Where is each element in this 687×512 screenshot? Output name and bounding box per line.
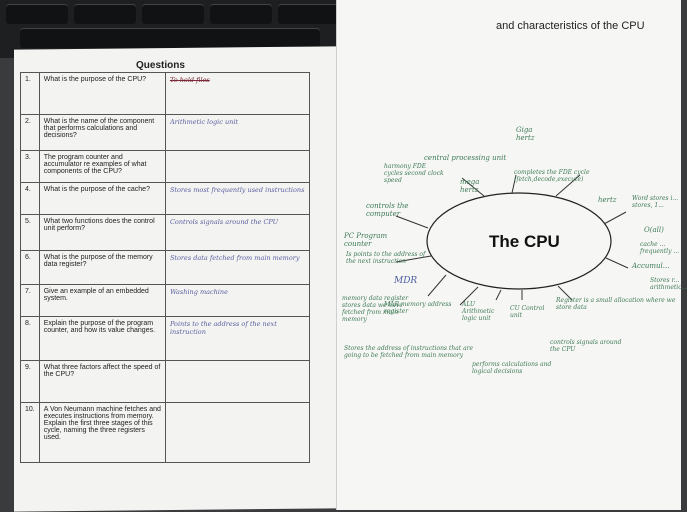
mindmap-note: mega hertz — [460, 178, 480, 195]
worksheet-right-page — [336, 0, 681, 510]
question-text: What three factors affect the speed of t… — [38, 360, 166, 403]
question-text: A Von Neumann machine fetches and execut… — [38, 402, 166, 463]
mindmap-note: O(all) — [644, 226, 664, 234]
keyboard-key — [142, 4, 204, 24]
mindmap-note: completes the FDE cycle (fetch,decode,ex… — [514, 169, 590, 183]
mindmap-note: CU Control unit — [510, 305, 545, 319]
mindmap-note: Is points to the address of the next ins… — [346, 251, 426, 265]
question-row: 5. What two functions does the control u… — [20, 214, 311, 251]
keyboard-key — [20, 28, 320, 48]
question-text: What two functions does the control unit… — [38, 214, 166, 251]
question-row: 10. A Von Neumann machine fetches and ex… — [20, 402, 311, 463]
mindmap-note: controls signals around the CPU — [550, 339, 622, 353]
keyboard-key — [210, 4, 272, 24]
question-number: 6. — [20, 250, 40, 285]
question-row: 3. The program counter and accumulator r… — [20, 150, 311, 183]
question-number: 1. — [20, 72, 40, 115]
question-text: Give an example of an embedded system. — [38, 284, 166, 317]
question-text: What is the name of the component that p… — [38, 114, 166, 151]
worksheet-header: and characteristics of the CPU — [496, 20, 645, 32]
mindmap-diagram — [395, 174, 629, 306]
mindmap-note: MDR — [394, 276, 418, 286]
answer-handwriting — [164, 150, 311, 183]
mindmap-note: memory data register stores data we have… — [342, 295, 409, 323]
question-row: 7. Give an example of an embedded system… — [20, 284, 311, 317]
mindmap-branch — [395, 255, 432, 263]
question-text: Explain the purpose of the program count… — [38, 316, 166, 361]
question-text: The program counter and accumulator re e… — [38, 150, 166, 183]
questions-table: 1. What is the purpose of the CPU? To ho… — [20, 72, 311, 463]
answer-handwriting: Washing machine — [164, 284, 311, 317]
mindmap-branch — [605, 257, 629, 269]
mindmap-branch — [511, 174, 517, 194]
keyboard-key — [74, 4, 136, 24]
mindmap-note: ALU Arithmetic logic unit — [462, 301, 495, 322]
mindmap-branch — [555, 174, 581, 197]
question-number: 7. — [20, 284, 40, 317]
mindmap-branch — [557, 285, 573, 301]
keyboard-key — [278, 4, 340, 24]
question-text: What is the purpose of the CPU? — [38, 72, 166, 115]
answer-handwriting — [164, 360, 311, 403]
mindmap-center-title: The CPU — [489, 232, 560, 251]
question-row: 6. What is the purpose of the memory dat… — [20, 250, 311, 285]
mindmap-note: Register is a small allocation where we … — [556, 297, 676, 311]
questions-title: Questions — [136, 60, 185, 71]
mindmap-branch — [603, 211, 627, 225]
question-number: 4. — [20, 182, 40, 215]
question-text: What is the purpose of the memory data r… — [38, 250, 166, 285]
mindmap-branch — [459, 286, 479, 306]
answer-handwriting: Arithmetic logic unit — [164, 114, 311, 151]
mindmap-note: Giga hertz — [516, 126, 535, 143]
mindmap-note: cache ... frequently ... — [640, 241, 680, 255]
mindmap-note: performs calculations and logical decisi… — [472, 361, 552, 375]
question-number: 5. — [20, 214, 40, 251]
question-number: 9. — [20, 360, 40, 403]
question-number: 8. — [20, 316, 40, 361]
mindmap-note: MAR memory address register — [384, 301, 452, 315]
mindmap-note: controls the computer — [366, 202, 409, 219]
question-number: 3. — [20, 150, 40, 183]
question-text: What is the purpose of the cache? — [38, 182, 166, 215]
keyboard-key — [6, 4, 68, 24]
answer-handwriting: Stores data fetched from main memory — [164, 250, 311, 285]
answer-handwriting: Controls signals around the CPU — [164, 214, 311, 251]
mindmap-branch — [495, 289, 502, 301]
mindmap-note: harmony FDE cycles second clock speed — [384, 163, 444, 184]
mindmap-note: PC Program counter — [344, 232, 388, 249]
mindmap-note: Word stores i... stores, 1... — [632, 195, 679, 209]
question-row: 2. What is the name of the component tha… — [20, 114, 311, 151]
question-number: 2. — [20, 114, 40, 151]
mindmap-branch — [427, 274, 447, 297]
mindmap-note: central processing unit — [424, 154, 507, 162]
answer-handwriting: To hold files — [164, 72, 311, 115]
question-row: 9. What three factors affect the speed o… — [20, 360, 311, 403]
mindmap-note: Accumul... — [632, 262, 670, 270]
mindmap-note: Stores r... arithmetic... — [650, 277, 687, 291]
mindmap-center-ellipse — [426, 192, 612, 290]
answer-handwriting: Points to the address of the next instru… — [164, 316, 311, 361]
mindmap-note: Stores the address of instructions that … — [344, 345, 474, 359]
mindmap-note: hertz — [598, 196, 617, 204]
question-row: 8. Explain the purpose of the program co… — [20, 316, 311, 361]
answer-handwriting — [164, 402, 311, 463]
answer-handwriting: Stores most frequently used instructions — [164, 182, 311, 215]
mindmap-branch — [461, 177, 485, 197]
question-row: 4. What is the purpose of the cache? Sto… — [20, 182, 311, 215]
question-number: 10. — [20, 402, 40, 463]
question-row: 1. What is the purpose of the CPU? To ho… — [20, 72, 311, 115]
mindmap-branch — [395, 215, 429, 229]
